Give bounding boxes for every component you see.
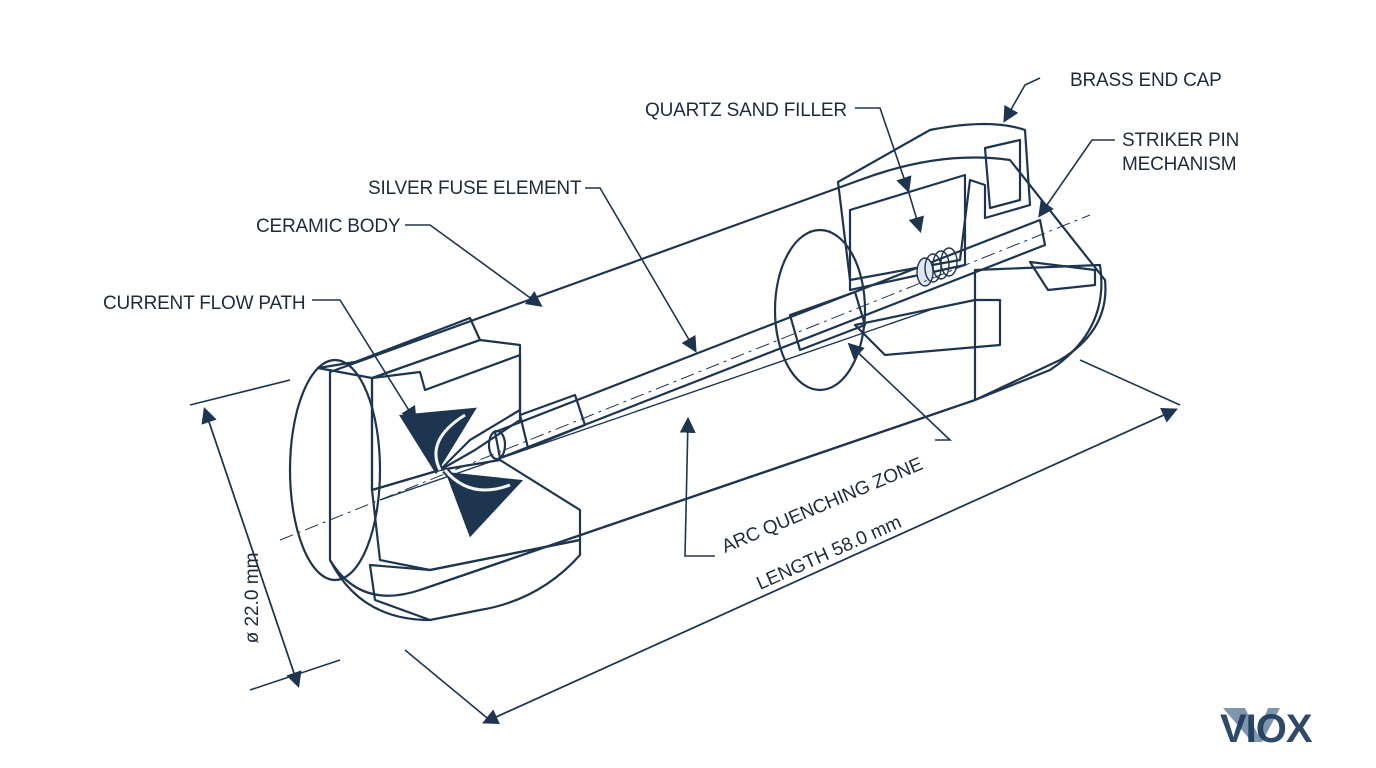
left-end-cap xyxy=(288,316,582,622)
label-current-flow-path: CURRENT FLOW PATH xyxy=(103,293,305,314)
label-striker-pin-line1: STRIKER PIN xyxy=(1122,130,1239,151)
silver-fuse-element-rod xyxy=(487,218,1047,461)
dimension-lines xyxy=(189,359,1181,725)
leader-lines xyxy=(312,77,1115,557)
label-ceramic-body: CERAMIC BODY xyxy=(256,216,401,237)
label-arc-quenching-zone: ARC QUENCHING ZONE xyxy=(719,454,926,558)
current-flow-arrows xyxy=(398,407,524,538)
ceramic-body-shape xyxy=(328,156,1107,597)
label-brass-end-cap: BRASS END CAP xyxy=(1070,70,1222,91)
center-axis-line xyxy=(279,214,1091,541)
label-striker-pin-line2: MECHANISM xyxy=(1122,154,1236,175)
arc-quenching-disk xyxy=(773,228,867,392)
dimension-diameter: ø 22.0 mm xyxy=(242,553,263,644)
label-silver-fuse-element: SILVER FUSE ELEMENT xyxy=(368,178,582,199)
label-quartz-sand-filler: QUARTZ SAND FILLER xyxy=(645,100,847,121)
logo-text: VIOX xyxy=(1220,707,1313,751)
viox-logo: VIOX xyxy=(1220,707,1314,751)
